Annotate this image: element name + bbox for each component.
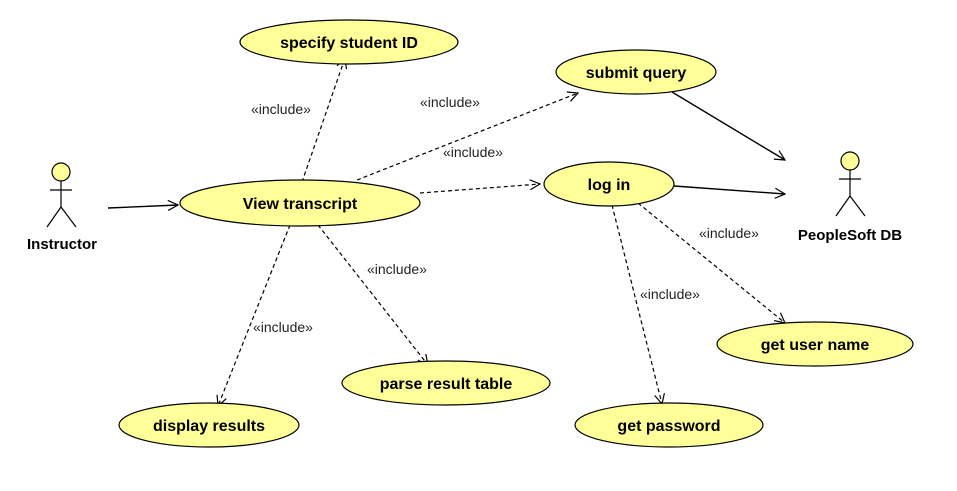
use-case-label: parse result table — [380, 376, 513, 393]
use-case-label: specify student ID — [280, 35, 418, 52]
include-view-transcript-parse-result-table — [317, 224, 428, 365]
use-case-view-transcript[interactable]: View transcript — [179, 179, 421, 227]
use-case-label: display results — [153, 418, 265, 435]
use-case-label: get user name — [761, 337, 870, 354]
use-case-get-user-name[interactable]: get user name — [716, 321, 914, 367]
include-label: «include» — [420, 94, 480, 110]
actor-instructor[interactable]: Instructor — [27, 162, 97, 253]
actor-label-instructor: Instructor — [27, 236, 97, 253]
include-label: «include» — [367, 261, 427, 277]
actor-label-peoplesoft: PeopleSoft DB — [798, 227, 902, 244]
include-label: «include» — [640, 286, 700, 302]
use-case-label: get password — [617, 418, 720, 435]
use-case-submit-query[interactable]: submit query — [555, 49, 717, 95]
use-case-get-password[interactable]: get password — [574, 402, 764, 448]
include-log-in-get-password — [611, 204, 662, 404]
include-view-transcript-log-in — [419, 184, 540, 194]
use-case-specify-student-id[interactable]: specify student ID — [239, 19, 459, 65]
include-label: «include» — [251, 101, 311, 117]
use-case-label: submit query — [586, 65, 687, 82]
use-case-log-in[interactable]: log in — [543, 161, 675, 207]
include-view-transcript-specify-student-id — [301, 58, 345, 183]
include-log-in-get-user-name — [637, 202, 785, 323]
include-label: «include» — [443, 144, 503, 160]
use-case-label: log in — [588, 177, 631, 194]
association-log-in-peoplesoft — [673, 185, 785, 194]
association-submit-query-peoplesoft — [671, 91, 785, 160]
actor-head-icon — [51, 162, 71, 182]
actor-peoplesoft-db[interactable]: PeopleSoft DB — [798, 151, 902, 244]
include-label: «include» — [699, 225, 759, 241]
use-case-label: View transcript — [243, 196, 358, 213]
association-instructor-view-transcript — [107, 205, 178, 208]
include-label: «include» — [253, 319, 313, 335]
actor-head-icon — [840, 151, 860, 171]
use-case-display-results[interactable]: display results — [118, 402, 300, 448]
include-view-transcript-submit-query — [356, 93, 578, 181]
use-case-parse-result-table[interactable]: parse result table — [341, 360, 551, 406]
include-view-transcript-display-results — [218, 224, 291, 406]
